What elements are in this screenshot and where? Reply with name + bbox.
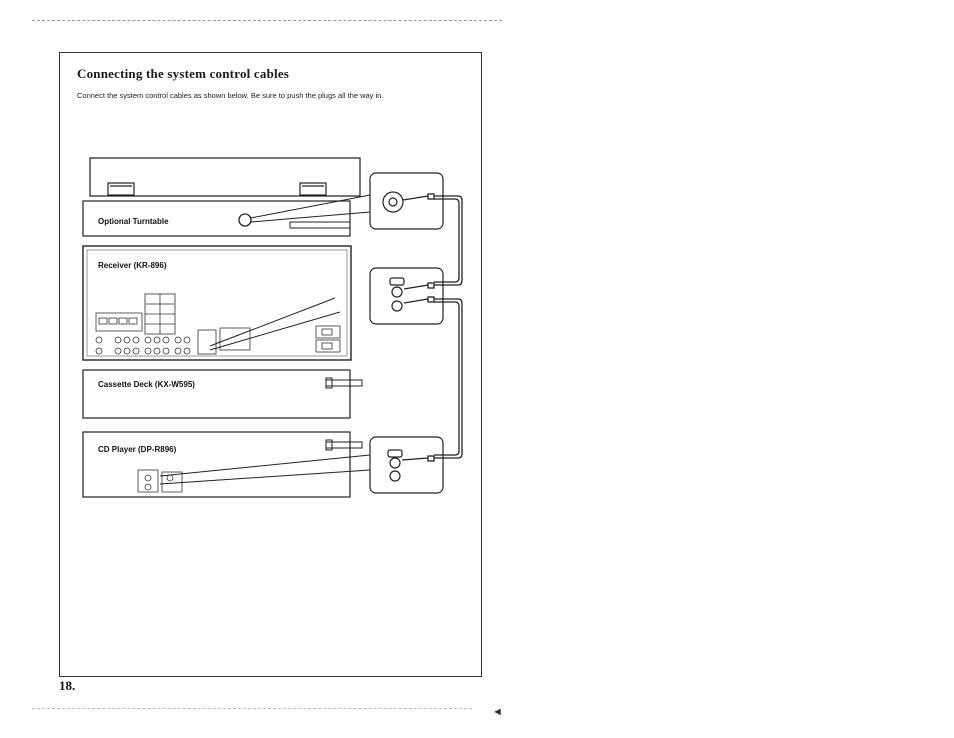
page-frame bbox=[59, 52, 482, 677]
callout-turntable bbox=[369, 172, 444, 230]
turntable-lid bbox=[89, 157, 361, 197]
cd-player-label: CD Player (DP-R896) bbox=[98, 445, 177, 454]
receiver-label: Receiver (KR-896) bbox=[98, 261, 167, 270]
turntable-jack-icon bbox=[238, 213, 252, 227]
pointer-lines bbox=[159, 194, 371, 485]
turntable-label: Optional Turntable bbox=[98, 217, 169, 226]
system-control-cables bbox=[427, 193, 463, 462]
bottom-dashed-rule bbox=[32, 708, 472, 709]
callout-receiver bbox=[369, 267, 444, 325]
receiver-body: Receiver (KR-896) bbox=[82, 245, 352, 361]
turntable-body: Optional Turntable bbox=[82, 200, 351, 237]
cassette-body: Cassette Deck (KX-W595) bbox=[82, 369, 363, 419]
callout-cd-player bbox=[369, 436, 444, 494]
top-dashed-rule bbox=[32, 20, 502, 21]
page-number: 18. bbox=[59, 678, 76, 693]
receiver-back-panel bbox=[95, 293, 341, 355]
cassette-label: Cassette Deck (KX-W595) bbox=[98, 380, 195, 389]
corner-arrow-icon: ◄ bbox=[492, 706, 503, 718]
instruction-text: Connect the system control cables as sho… bbox=[77, 91, 384, 100]
cd-player-body: CD Player (DP-R896) bbox=[82, 431, 363, 498]
section-heading: Connecting the system control cables bbox=[77, 66, 290, 81]
